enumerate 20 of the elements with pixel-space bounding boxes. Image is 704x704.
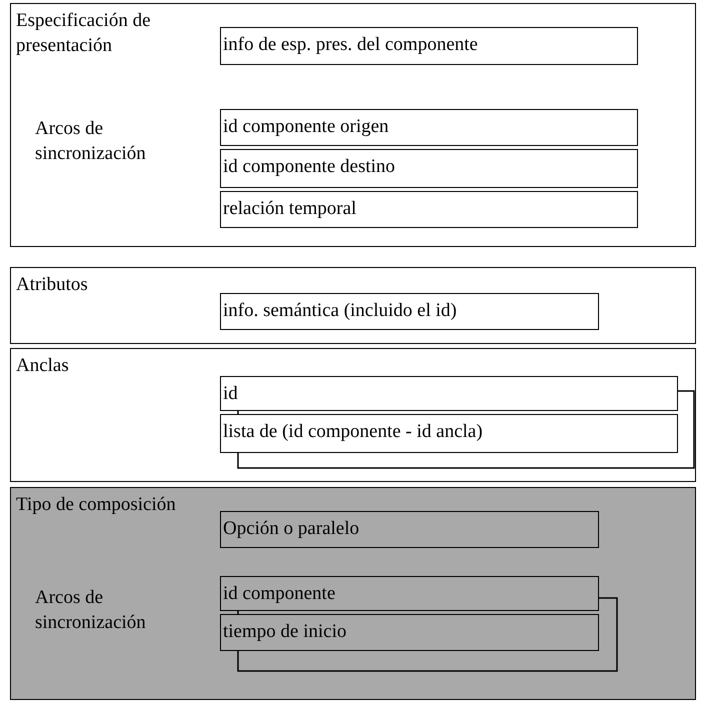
subsection-heading: Arcos de sincronización <box>35 586 147 635</box>
section-panel <box>10 348 696 482</box>
section-panel <box>10 487 696 700</box>
record-field: id componente <box>220 576 599 611</box>
record-field: id <box>220 376 678 411</box>
section-panel <box>10 3 696 247</box>
section-heading: Tipo de composición <box>16 493 177 517</box>
record-field: info de esp. pres. del componente <box>220 27 638 65</box>
record-field: id componente destino <box>220 149 638 188</box>
section-heading: Especificación de presentación <box>16 9 152 58</box>
record-field: relación temporal <box>220 191 638 228</box>
record-field: Opción o paralelo <box>220 511 599 548</box>
record-field: lista de (id componente - id ancla) <box>220 414 678 453</box>
record-field: info. semántica (incluido el id) <box>220 293 599 330</box>
record-field: id componente origen <box>220 109 638 146</box>
record-field: tiempo de inicio <box>220 614 599 651</box>
subsection-heading: Arcos de sincronización <box>35 117 147 166</box>
section-panel <box>10 267 696 344</box>
section-heading: Anclas <box>16 354 70 378</box>
section-heading: Atributos <box>16 273 89 297</box>
